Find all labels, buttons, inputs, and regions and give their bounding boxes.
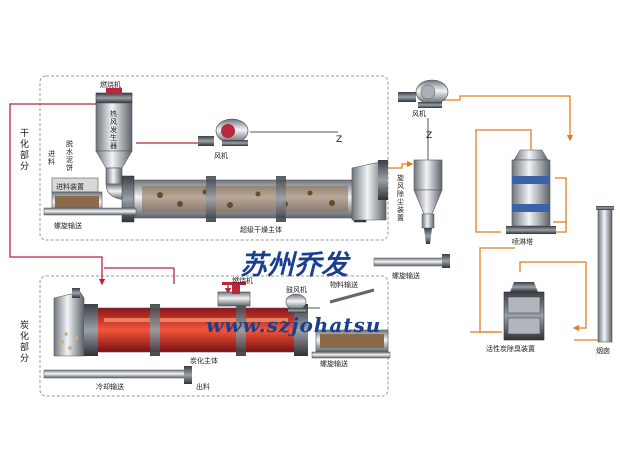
label-hag-4: 器 (110, 142, 117, 150)
section-label-carbonization: 炭 化 部 分 (20, 320, 29, 364)
label-sludge-0: 脱 (66, 139, 73, 148)
exhaust-pipe (388, 95, 598, 341)
label-carbonizer-body: 炭化主体 (190, 356, 218, 365)
carbonizer-feed-hopper (53, 288, 85, 357)
label-carb-1: 化 (20, 330, 29, 342)
label-drying-2: 部 (20, 149, 29, 161)
label-screw-conveyor-3: 螺旋输送 (320, 359, 348, 368)
fan-top (398, 79, 449, 108)
watermark-company: 苏州乔发 (240, 250, 351, 281)
label-fan-mid: 风机 (214, 151, 228, 160)
label-screw-conveyor-1: 螺旋输送 (54, 221, 82, 230)
label-feed-1: 料 (48, 157, 55, 166)
label-z-symbol-1: Z (336, 135, 342, 145)
section-label-drying: 干 化 部 分 (20, 128, 29, 172)
spray-tower (506, 149, 556, 234)
label-cyc-4: 装 (397, 205, 404, 214)
label-cyc-1: 风 (397, 182, 404, 190)
label-cyc-0: 旋 (397, 173, 404, 182)
feeding-device (43, 177, 137, 216)
blower (285, 293, 307, 313)
label-discharge: 出料 (196, 382, 210, 391)
label-hot-air-generator: 热 风 发 生 器 (110, 109, 117, 150)
label-feed-0: 进 (48, 150, 55, 158)
label-cyc-2: 除 (397, 189, 404, 198)
label-spray-tower: 喷淋塔 (512, 237, 533, 246)
watermark-website: www.szjohatsu (206, 313, 381, 337)
label-feed-in: 进 料 (48, 150, 55, 166)
label-material-conveyor: 物料输送 (330, 280, 358, 289)
air-duct (250, 118, 429, 309)
label-hag-1: 风 (110, 118, 117, 126)
label-sludge-3: 饼 (66, 163, 73, 172)
activated-carbon-deodorizer (503, 282, 545, 341)
label-cyclone-dust-remover: 旋 风 除 尘 装 置 (397, 173, 404, 222)
cooling-conveyor (43, 366, 192, 384)
dryer-drum (121, 160, 388, 223)
label-cooling-conveyor: 冷却输送 (96, 382, 124, 391)
label-sludge-1: 水 (66, 147, 73, 156)
carbonization-section-frame (39, 275, 389, 397)
label-burner-top: 燃烧机 (100, 80, 121, 89)
carbonizer-drum (84, 304, 308, 356)
label-activated-carbon-deodorizer: 活性炭除臭装置 (486, 344, 535, 353)
label-dryer-body: 超级干燥主体 (240, 225, 282, 234)
label-carb-3: 分 (20, 353, 29, 364)
label-fan-top: 风机 (412, 109, 426, 118)
label-blower: 鼓风机 (286, 285, 307, 294)
label-sludge-2: 泥 (66, 156, 73, 164)
label-burner-bottom: 燃烧机 (232, 276, 253, 285)
label-carb-0: 炭 (20, 320, 29, 331)
label-drying-1: 化 (20, 138, 29, 150)
label-drying-0: 干 (20, 128, 29, 139)
label-cyc-5: 置 (397, 214, 404, 222)
label-z-symbol-2: Z (426, 131, 432, 141)
label-drying-3: 分 (20, 161, 29, 172)
cyclone-dust-remover (413, 159, 443, 244)
label-cyc-3: 尘 (397, 197, 404, 206)
material-conveyor (311, 288, 391, 359)
label-hag-3: 生 (110, 133, 117, 142)
label-feeding-device: 进料装置 (56, 182, 84, 191)
drying-section-frame (39, 75, 389, 241)
burner-bottom (217, 282, 251, 307)
label-screw-conveyor-2: 螺旋输送 (392, 271, 420, 280)
hot-air-pipe (9, 103, 232, 295)
label-carb-2: 部 (20, 341, 29, 353)
label-dewatered-sludge: 脱 水 泥 饼 (66, 139, 73, 172)
fan-middle (198, 118, 249, 146)
label-hag-0: 热 (110, 109, 117, 118)
screw-conveyor-2 (373, 254, 450, 268)
chimney (596, 206, 614, 343)
label-hag-2: 发 (110, 125, 117, 134)
label-chimney: 烟囱 (596, 346, 610, 355)
